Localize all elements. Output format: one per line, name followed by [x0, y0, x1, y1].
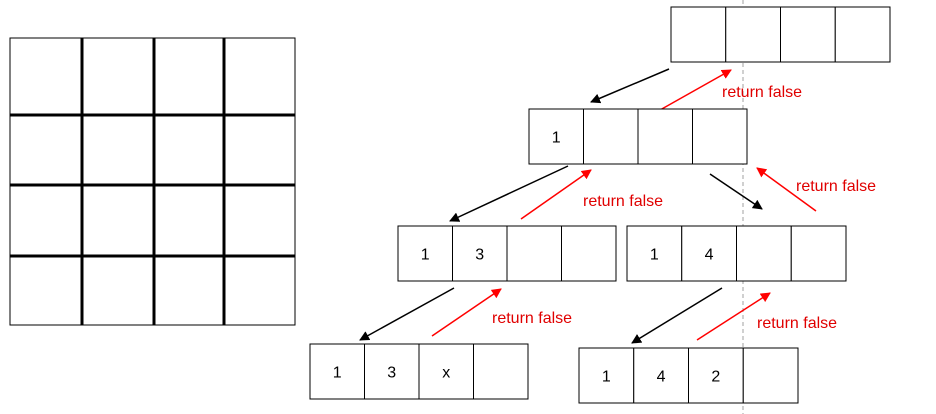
return-labels: return false return false return false retu…: [492, 84, 876, 332]
tree-node-n13x: 1 3 x: [309, 343, 529, 400]
return-false-label: return false: [796, 178, 876, 195]
node-cell: [790, 225, 847, 282]
node-cell-value: 4: [705, 247, 714, 264]
node-cell: [834, 6, 891, 63]
node-cell: [364, 343, 420, 400]
return-arrow: [431, 288, 502, 337]
tree-node-n1: 1: [528, 108, 748, 165]
node-cell: [506, 225, 562, 282]
node-cell: [692, 108, 748, 165]
node-cell: [397, 225, 453, 282]
tree-node-n142: 1 4 2: [578, 347, 799, 404]
node-cell-value: 1: [602, 369, 611, 386]
node-cell-value: 3: [387, 365, 396, 382]
node-cell-value: 1: [552, 130, 561, 147]
descend-arrow: [631, 287, 723, 344]
node-cell-value: x: [442, 365, 450, 382]
descend-arrow: [709, 173, 763, 210]
return-arrow: [659, 69, 732, 111]
node-cell: [309, 343, 365, 400]
descend-arrow: [359, 287, 455, 341]
node-cell: [633, 347, 689, 404]
return-arrow: [696, 292, 771, 341]
node-cell: [583, 108, 639, 165]
node-cell: [561, 225, 617, 282]
return-false-label: return false: [583, 193, 663, 210]
return-false-label: return false: [492, 310, 572, 327]
return-false-label: return false: [757, 315, 837, 332]
node-cell-value: 2: [711, 369, 720, 386]
descend-arrow: [590, 68, 670, 104]
node-cell: [681, 225, 737, 282]
return-arrow: [756, 167, 817, 212]
node-cell: [473, 343, 529, 400]
node-cell: [725, 6, 781, 63]
node-cell-value: 1: [421, 247, 430, 264]
node-cell-value: 1: [333, 365, 342, 382]
node-cell-value: 4: [657, 369, 666, 386]
node-cell: [742, 347, 799, 404]
node-cell: [688, 347, 744, 404]
descend-arrow: [449, 165, 569, 222]
node-cell-value: 1: [650, 247, 659, 264]
node-cell: [780, 6, 836, 63]
node-cell: [670, 6, 727, 63]
node-cell: [637, 108, 693, 165]
tree-edges: [359, 68, 817, 344]
return-arrow: [520, 169, 592, 220]
tree-node-root: [670, 6, 891, 63]
node-cell: [736, 225, 792, 282]
chessboard-grid: [9, 37, 296, 326]
node-cell: [452, 225, 508, 282]
node-cell: [418, 343, 474, 400]
node-cell-value: 3: [475, 247, 484, 264]
return-false-label: return false: [722, 84, 802, 101]
